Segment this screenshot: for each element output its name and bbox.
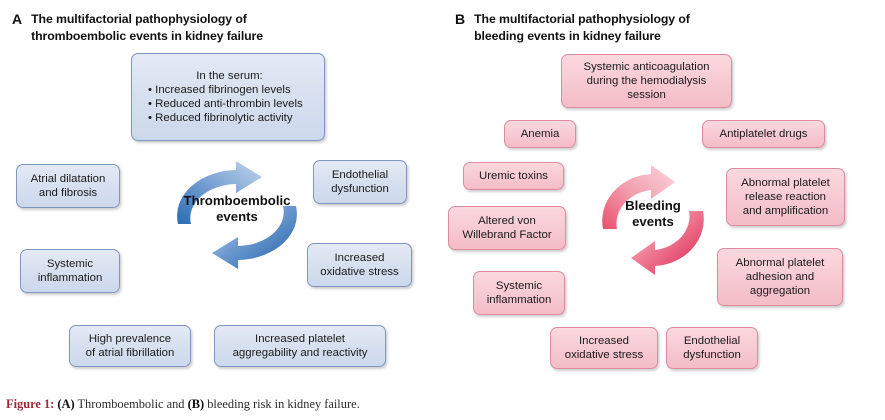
cycle-arrow-blue-icon — [177, 161, 297, 269]
panel-a-header: A The multifactorial pathophysiology of … — [12, 11, 263, 44]
node-antiplatelet-drugs: Antiplatelet drugs — [702, 120, 825, 148]
node-systemic-inflammation-a: Systemic inflammation — [20, 249, 120, 293]
panel-a-title: The multifactorial pathophysiology of th… — [31, 12, 263, 43]
node-anemia: Anemia — [504, 120, 576, 148]
figure-caption-label: Figure 1: — [6, 397, 55, 411]
figure-caption-text-1: Thromboembolic and — [74, 397, 188, 411]
panel-b-title: The multifactorial pathophysiology of bl… — [474, 12, 690, 43]
cycle-arrow-pink-icon — [602, 165, 704, 275]
node-atrial-fibrillation: High prevalence of atrial fibrillation — [69, 325, 191, 367]
figure-caption-text-2: bleeding risk in kidney failure. — [204, 397, 360, 411]
node-atrial-dilatation: Atrial dilatation and fibrosis — [16, 164, 120, 208]
thromboembolic-cycle-diagram: Thromboembolic events — [166, 160, 308, 270]
node-systemic-inflammation-b: Systemic inflammation — [473, 271, 565, 315]
node-uremic-toxins: Uremic toxins — [463, 162, 564, 190]
node-von-willebrand-factor: Altered von Willebrand Factor — [448, 206, 566, 250]
serum-summary-box: In the serum: • Increased fibrinogen lev… — [131, 53, 325, 141]
panel-b-header: B The multifactorial pathophysiology of … — [455, 11, 690, 44]
serum-item: • Reduced fibrinolytic activity — [148, 112, 293, 125]
serum-title: In the serum: — [196, 69, 263, 82]
panel-b-letter: B — [455, 11, 466, 27]
serum-item: • Reduced anti-thrombin levels — [148, 98, 303, 110]
node-endothelial-dysfunction-a: Endothelial dysfunction — [313, 160, 407, 204]
panel-a-letter: A — [12, 11, 23, 27]
serum-item: • Increased fibrinogen levels — [148, 83, 291, 96]
figure-caption-mark-b: (B) — [187, 397, 205, 411]
node-platelet-release-reaction: Abnormal platelet release reaction and a… — [726, 168, 845, 226]
node-endothelial-dysfunction-b: Endothelial dysfunction — [666, 327, 758, 369]
figure-caption: Figure 1: (A) Thromboembolic and (B) ble… — [6, 396, 876, 412]
cycle-a-center-label: Thromboembolic events — [183, 193, 291, 224]
bleeding-cycle-diagram: Bleeding events — [593, 164, 713, 276]
cycle-b-center-label: Bleeding events — [625, 198, 681, 229]
figure-caption-mark-a: (A) — [57, 397, 75, 411]
node-platelet-adhesion-aggregation: Abnormal platelet adhesion and aggregati… — [717, 248, 843, 306]
node-oxidative-stress-b: Increased oxidative stress — [550, 327, 658, 369]
node-oxidative-stress-a: Increased oxidative stress — [307, 243, 412, 287]
node-systemic-anticoagulation: Systemic anticoagulation during the hemo… — [561, 54, 732, 108]
node-platelet-aggregability: Increased platelet aggregability and rea… — [214, 325, 386, 367]
